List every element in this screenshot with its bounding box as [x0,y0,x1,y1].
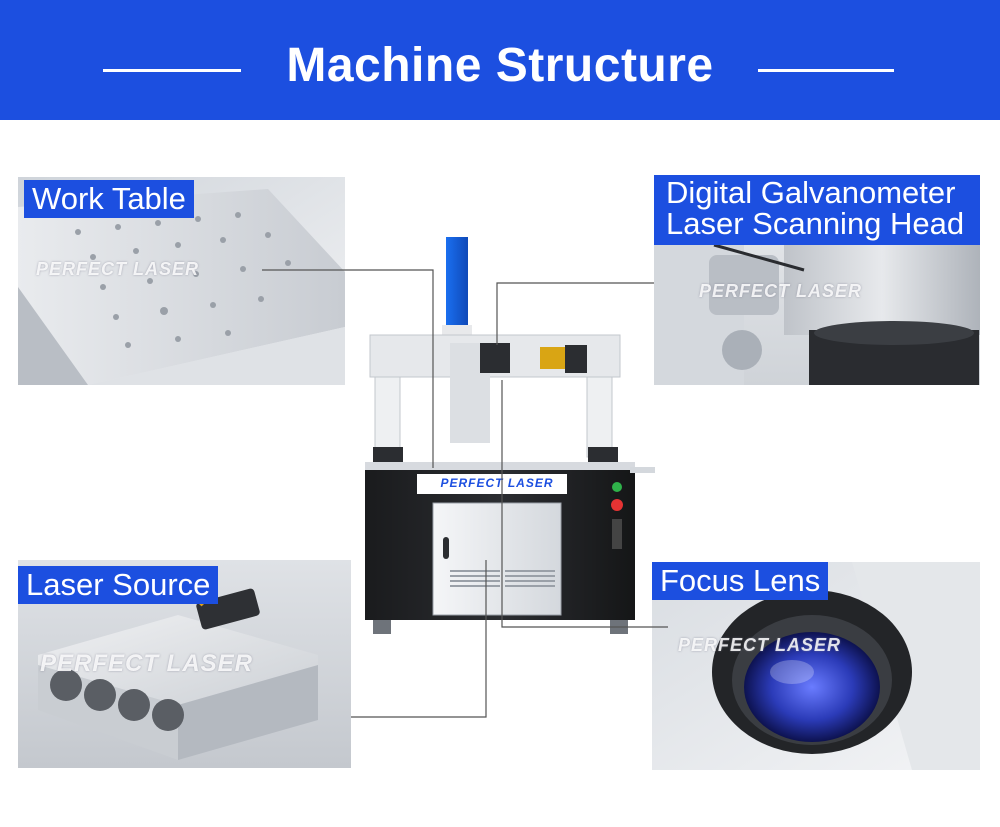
galvo-head-label: Digital Galvanometer Laser Scanning Head [654,175,980,245]
focus-lens-illustration [652,562,980,770]
galvo-head-watermark: PERFECT LASER [699,281,863,301]
laser-source-photo: PERFECT LASER Laser Source [18,560,351,768]
work-table-watermark: PERFECT LASER [36,259,200,279]
laser-source-label: Laser Source [18,566,219,604]
work-table-label: Work Table [24,180,194,218]
galvo-head-label-line1: Digital Galvanometer [666,175,956,210]
header-banner: Machine Structure [0,0,1000,120]
galvo-head-label-line2: Laser Scanning Head [666,206,965,241]
title-divider-left [103,69,241,72]
focus-lens-watermark: PERFECT LASER [678,635,842,655]
monitor-screen-text: PERFECT LASER [683,405,765,415]
laser-marking-machine-illustration [365,237,655,634]
machine-brand-plate: PERFECT LASER [440,476,554,490]
page-title: Machine Structure [286,39,714,92]
laser-source-illustration [18,560,351,768]
galvo-head-photo: PERFECT LASER Digital Galvanometer Laser… [654,175,980,385]
focus-lens-photo: PERFECT LASER Focus Lens [652,562,980,770]
title-divider-right [758,69,894,72]
laser-source-watermark: PERFECT LASER [40,650,254,677]
focus-lens-label: Focus Lens [652,562,829,600]
work-table-photo: PERFECT LASER Work Table [18,177,345,385]
